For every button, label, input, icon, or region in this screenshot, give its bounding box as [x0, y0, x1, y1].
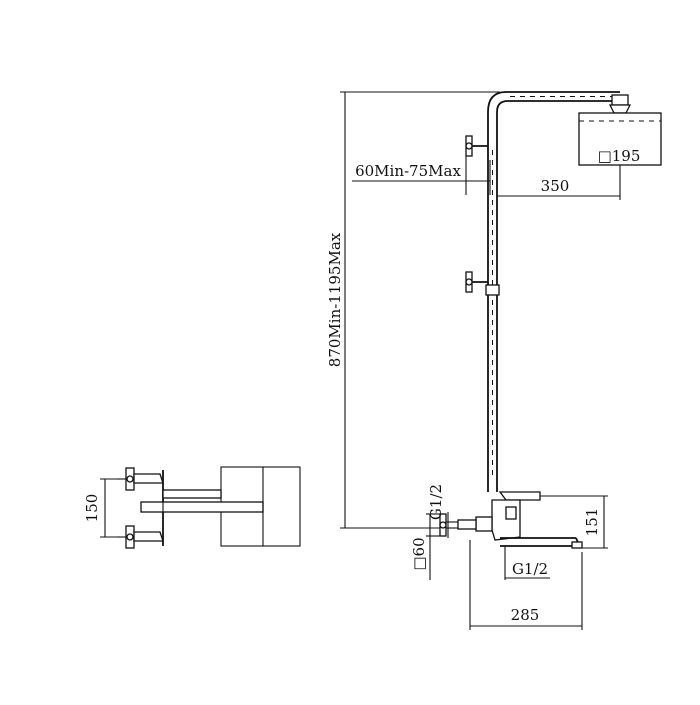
inlet-thread-bottom-label: G1/2 [512, 560, 548, 578]
inlet-thread-bottom-dimension: G1/2 [504, 546, 550, 580]
height-range-label: 870Min-1195Max [326, 232, 344, 367]
head-size-label: □195 [598, 147, 641, 165]
plate-size-label: □60 [410, 537, 428, 570]
spout-length-dimension: 285 [469, 540, 583, 630]
shower-column [485, 91, 620, 492]
spout-length-label: 285 [511, 606, 540, 624]
mixer-height-label: 151 [583, 508, 601, 537]
arm-depth-dimension: 60Min-75Max [352, 156, 491, 195]
plate-spacing-dimension: 150 [83, 478, 126, 538]
arm-depth-label: 60Min-75Max [355, 162, 461, 180]
mixer-body [439, 491, 583, 549]
inlet-thread-top-dimension: G1/2 [427, 484, 449, 538]
arm-length-label: 350 [541, 177, 570, 195]
top-view [117, 466, 301, 549]
height-dimension: 870Min-1195Max [326, 91, 500, 529]
wall-bracket-upper [465, 135, 488, 157]
wall-bracket-lower [465, 271, 488, 293]
plate-size-dimension: □60 [410, 513, 440, 580]
arm-length-dimension: 350 [497, 165, 621, 200]
inlet-thread-top-label: G1/2 [427, 484, 445, 520]
mixer-height-dimension: 151 [540, 495, 608, 549]
plate-spacing-label: 150 [83, 494, 101, 523]
